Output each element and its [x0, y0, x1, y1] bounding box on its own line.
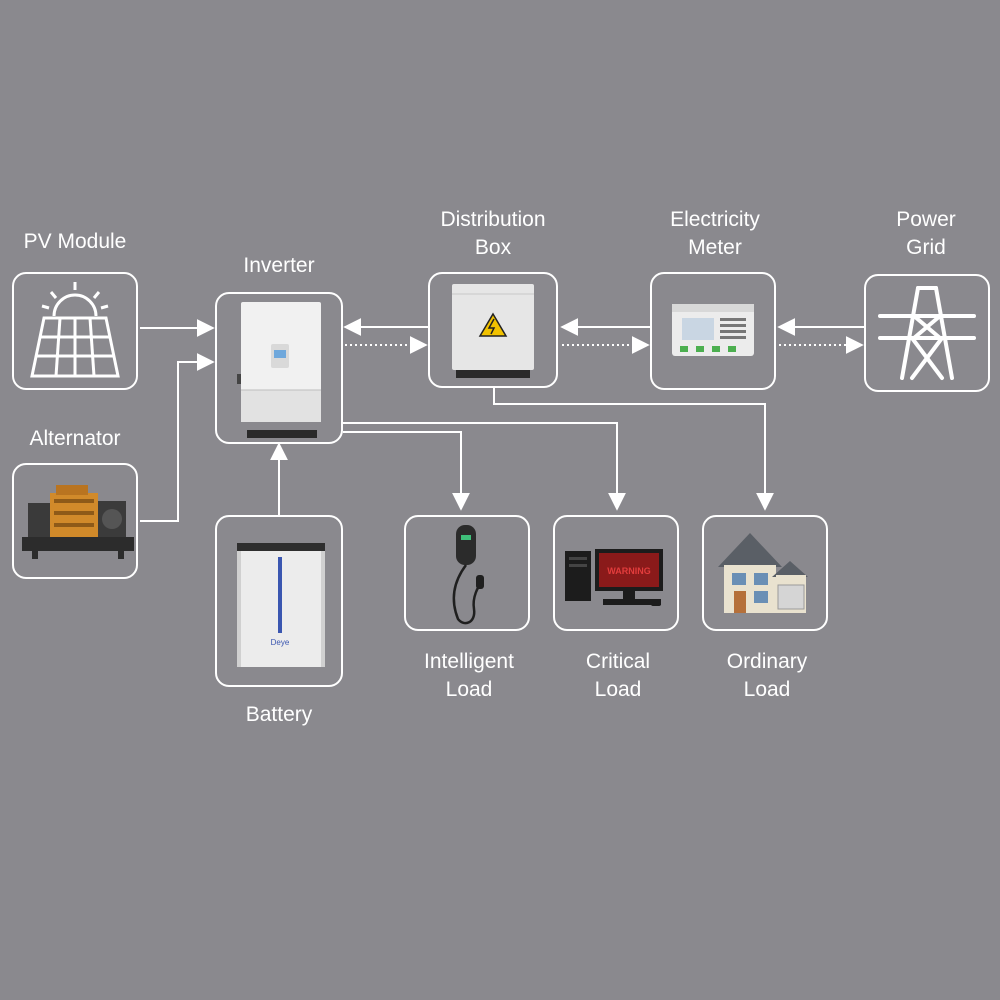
hazard-warning-icon	[478, 312, 508, 337]
pv-module-node[interactable]	[12, 272, 138, 390]
electricity-meter-node[interactable]	[650, 272, 776, 390]
battery-icon: Deye	[237, 543, 325, 667]
battery-brand-text: Deye	[271, 638, 290, 647]
distribution-to-ordinary-load-line	[493, 388, 774, 511]
energy-meter-icon	[672, 304, 754, 356]
distribution-box-label-line2: Box	[474, 236, 512, 259]
inverter-node[interactable]	[215, 292, 343, 444]
distribution-box-node[interactable]	[428, 272, 558, 388]
alternator-node[interactable]	[12, 463, 138, 579]
critical-load-label-line2: Load	[594, 678, 642, 701]
inverter-to-critical-load-line	[343, 422, 626, 511]
power-grid-label-line2: Grid	[906, 236, 946, 259]
intelligent-load-label-line1: Intelligent	[424, 650, 514, 673]
pv-module-label: PV Module	[23, 230, 127, 253]
intelligent-load-label-line2: Load	[445, 678, 493, 701]
inverter-label: Inverter	[243, 254, 315, 277]
ordinary-load-label-line2: Load	[743, 678, 791, 701]
inverter-icon	[237, 302, 321, 438]
distribution-box-label-line1: Distribution	[440, 208, 546, 231]
alternator-label: Alternator	[29, 427, 121, 450]
intelligent-load-node[interactable]	[404, 515, 530, 631]
inverter-to-intelligent-load-line	[343, 431, 470, 511]
ordinary-load-label-line1: Ordinary	[726, 650, 808, 673]
computer-icon: WARNING	[565, 549, 663, 606]
ev-charger-icon	[452, 525, 484, 625]
critical-load-label-line1: Critical	[585, 650, 651, 673]
power-grid-node[interactable]	[864, 274, 990, 392]
alternator-to-inverter-line	[140, 353, 215, 522]
generator-icon	[22, 485, 134, 559]
warning-screen-text: WARNING	[607, 566, 651, 576]
battery-label: Battery	[245, 703, 313, 726]
power-grid-label-line1: Power	[896, 208, 956, 231]
distribution-box-icon	[452, 284, 534, 378]
electricity-meter-label-line2: Meter	[688, 236, 742, 259]
critical-load-node[interactable]: WARNING	[553, 515, 679, 631]
house-icon	[718, 533, 808, 613]
solar-panel-icon	[30, 282, 120, 378]
electricity-meter-label-line1: Electricity	[670, 208, 760, 231]
battery-node[interactable]: Deye	[215, 515, 343, 687]
ordinary-load-node[interactable]	[702, 515, 828, 631]
transmission-tower-icon	[878, 286, 976, 380]
